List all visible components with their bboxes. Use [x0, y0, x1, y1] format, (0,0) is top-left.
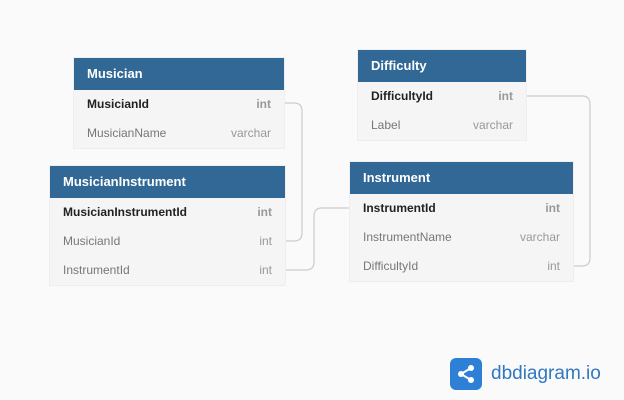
field-type: varchar [472, 118, 513, 132]
field-name: MusicianId [63, 234, 121, 248]
field-row[interactable]: DifficultyId int [358, 82, 526, 111]
table-header-musician[interactable]: Musician [74, 58, 284, 90]
field-type: int [259, 234, 272, 248]
field-row[interactable]: InstrumentId int [350, 194, 573, 223]
field-row[interactable]: InstrumentId int [50, 256, 285, 285]
field-name: InstrumentId [363, 201, 436, 215]
table-instrument[interactable]: Instrument InstrumentId int InstrumentNa… [350, 162, 573, 281]
link-musicianinstrument-instrument [285, 207, 350, 271]
table-musicianinstrument[interactable]: MusicianInstrument MusicianInstrumentId … [50, 166, 285, 285]
field-type: int [547, 259, 560, 273]
field-row[interactable]: MusicianName varchar [74, 119, 284, 148]
field-row[interactable]: InstrumentName varchar [350, 223, 573, 252]
field-name: DifficultyId [363, 259, 419, 273]
brand-watermark[interactable]: dbdiagram.io [450, 358, 601, 390]
field-name: Label [371, 118, 401, 132]
table-musician[interactable]: Musician MusicianId int MusicianName var… [74, 58, 284, 148]
field-name: MusicianId [87, 97, 150, 111]
field-name: InstrumentName [363, 230, 452, 244]
field-type: int [259, 263, 272, 277]
table-difficulty[interactable]: Difficulty DifficultyId int Label varcha… [358, 50, 526, 140]
field-type: varchar [230, 126, 271, 140]
field-type: int [256, 97, 271, 111]
field-type: int [545, 201, 560, 215]
table-header-instrument[interactable]: Instrument [350, 162, 573, 194]
field-name: InstrumentId [63, 263, 130, 277]
table-header-difficulty[interactable]: Difficulty [358, 50, 526, 82]
link-musician-musicianinstrument [284, 102, 303, 242]
field-row[interactable]: DifficultyId int [350, 252, 573, 281]
share-network-icon [450, 358, 482, 390]
link-difficulty-instrument [526, 95, 591, 267]
field-type: int [498, 89, 513, 103]
field-name: DifficultyId [371, 89, 433, 103]
field-row[interactable]: Label varchar [358, 111, 526, 140]
field-name: MusicianInstrumentId [63, 205, 188, 219]
field-row[interactable]: MusicianId int [74, 90, 284, 119]
field-row[interactable]: MusicianId int [50, 227, 285, 256]
table-header-musicianinstrument[interactable]: MusicianInstrument [50, 166, 285, 198]
brand-name: dbdiagram.io [491, 363, 601, 384]
field-type: varchar [519, 230, 560, 244]
field-type: int [257, 205, 272, 219]
field-row[interactable]: MusicianInstrumentId int [50, 198, 285, 227]
field-name: MusicianName [87, 126, 167, 140]
